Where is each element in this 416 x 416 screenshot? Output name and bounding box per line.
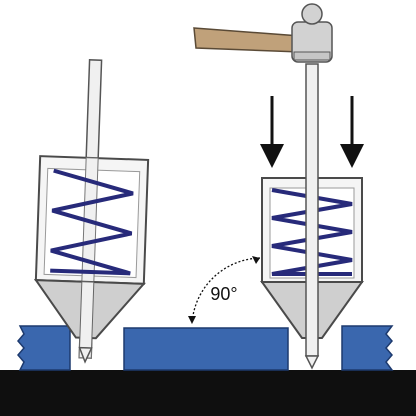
workpiece-right — [341, 325, 394, 371]
hammer-handle — [193, 27, 301, 53]
right-center-punch — [260, 63, 364, 370]
workpiece-left — [17, 325, 71, 371]
left-spring-icon — [50, 168, 134, 276]
force-arrows — [260, 96, 364, 168]
right-punch-tip — [304, 355, 320, 370]
left-center-punch — [33, 59, 150, 364]
workpiece-blocks — [17, 325, 394, 371]
left-punch-tip — [78, 346, 93, 364]
hammer-icon — [193, 3, 333, 63]
angle-indicator: 90° — [188, 256, 261, 325]
angle-arc — [191, 257, 261, 325]
angle-label: 90° — [210, 284, 237, 304]
ground-base — [0, 370, 416, 416]
right-punch-rod — [305, 63, 319, 357]
workpiece-middle — [123, 327, 289, 371]
